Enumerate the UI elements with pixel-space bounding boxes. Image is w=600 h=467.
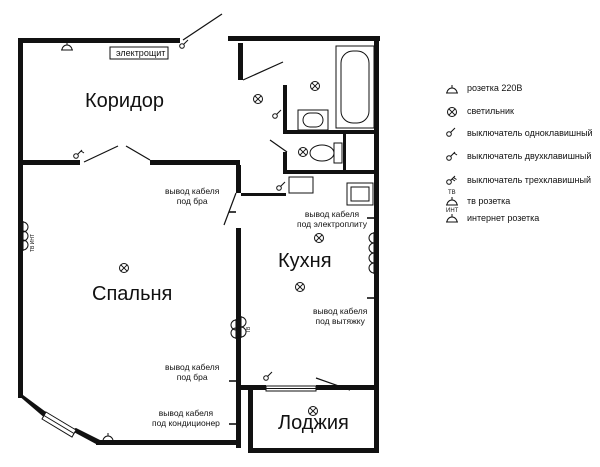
cable-outputs: [229, 211, 374, 425]
bath-sink: [297, 109, 329, 131]
note-bedroom-bra-bottom: вывод кабеля под бра: [165, 362, 219, 382]
light-fixture-icon: [447, 107, 457, 117]
electrical-panel: [109, 46, 169, 60]
note-line: вывод кабеля: [165, 362, 220, 372]
internet-socket-icon: [445, 213, 459, 223]
note-conditioner: вывод кабеля под кондиционер: [152, 408, 220, 428]
tv-socket-icon: [445, 196, 459, 206]
legend-item-double-switch: выключатель двухклавишный: [467, 151, 592, 161]
room-label-loggia: Лоджия: [278, 412, 349, 434]
legend-item-light: светильник: [467, 106, 514, 116]
legend-item-single-switch: выключатель одноклавишный: [467, 128, 593, 138]
legend-icons: [445, 84, 459, 223]
legend-item-tv-socket: тв розетка: [467, 196, 511, 206]
note-stove: вывод кабеля под электроплиту: [297, 209, 367, 229]
note-line: под вытяжку: [315, 316, 365, 326]
legend-item-internet-socket: интернет розетка: [467, 213, 540, 223]
legend-item-triple-switch: выключатель трехклавишный: [467, 175, 591, 185]
doors: [83, 13, 351, 391]
note-line: под бра: [176, 372, 208, 382]
bathtub: [335, 45, 375, 129]
double-switch-icon: [446, 151, 458, 161]
electrical-panel-label: электрощит: [116, 48, 166, 58]
note-line: под бра: [176, 196, 208, 206]
note-line: вывод кабеля: [313, 306, 368, 316]
room-label-corridor: Коридор: [85, 90, 164, 112]
room-label-bedroom: Спальня: [92, 283, 173, 305]
legend-tv-mark: ТВ: [448, 190, 456, 196]
bedroom-tv-int-mark: ТВ ИНТ: [30, 233, 36, 252]
room-label-kitchen: Кухня: [278, 250, 332, 272]
note-line: под кондиционер: [152, 418, 220, 428]
note-hood: вывод кабеля под вытяжку: [313, 306, 367, 326]
windows: [41, 385, 317, 438]
note-line: вывод кабеля: [165, 186, 220, 196]
bedroom-tv-mark: ТВ: [246, 326, 252, 333]
note-line: вывод кабеля: [158, 408, 214, 418]
note-bedroom-bra-top: вывод кабеля под бра: [165, 186, 219, 206]
socket-220v-icon: [445, 84, 459, 94]
riser-duct: [288, 176, 314, 194]
legend-item-socket: розетка 220В: [467, 83, 523, 93]
toilet: [309, 142, 343, 164]
walls: [18, 36, 380, 453]
single-switch-icon: [446, 127, 456, 137]
triple-switch-icon: [446, 175, 457, 185]
kitchen-sink: [346, 182, 374, 206]
legend-int-mark: ИНТ: [446, 208, 459, 214]
note-line: под электроплиту: [297, 219, 368, 229]
note-line: вывод кабеля: [304, 209, 360, 219]
